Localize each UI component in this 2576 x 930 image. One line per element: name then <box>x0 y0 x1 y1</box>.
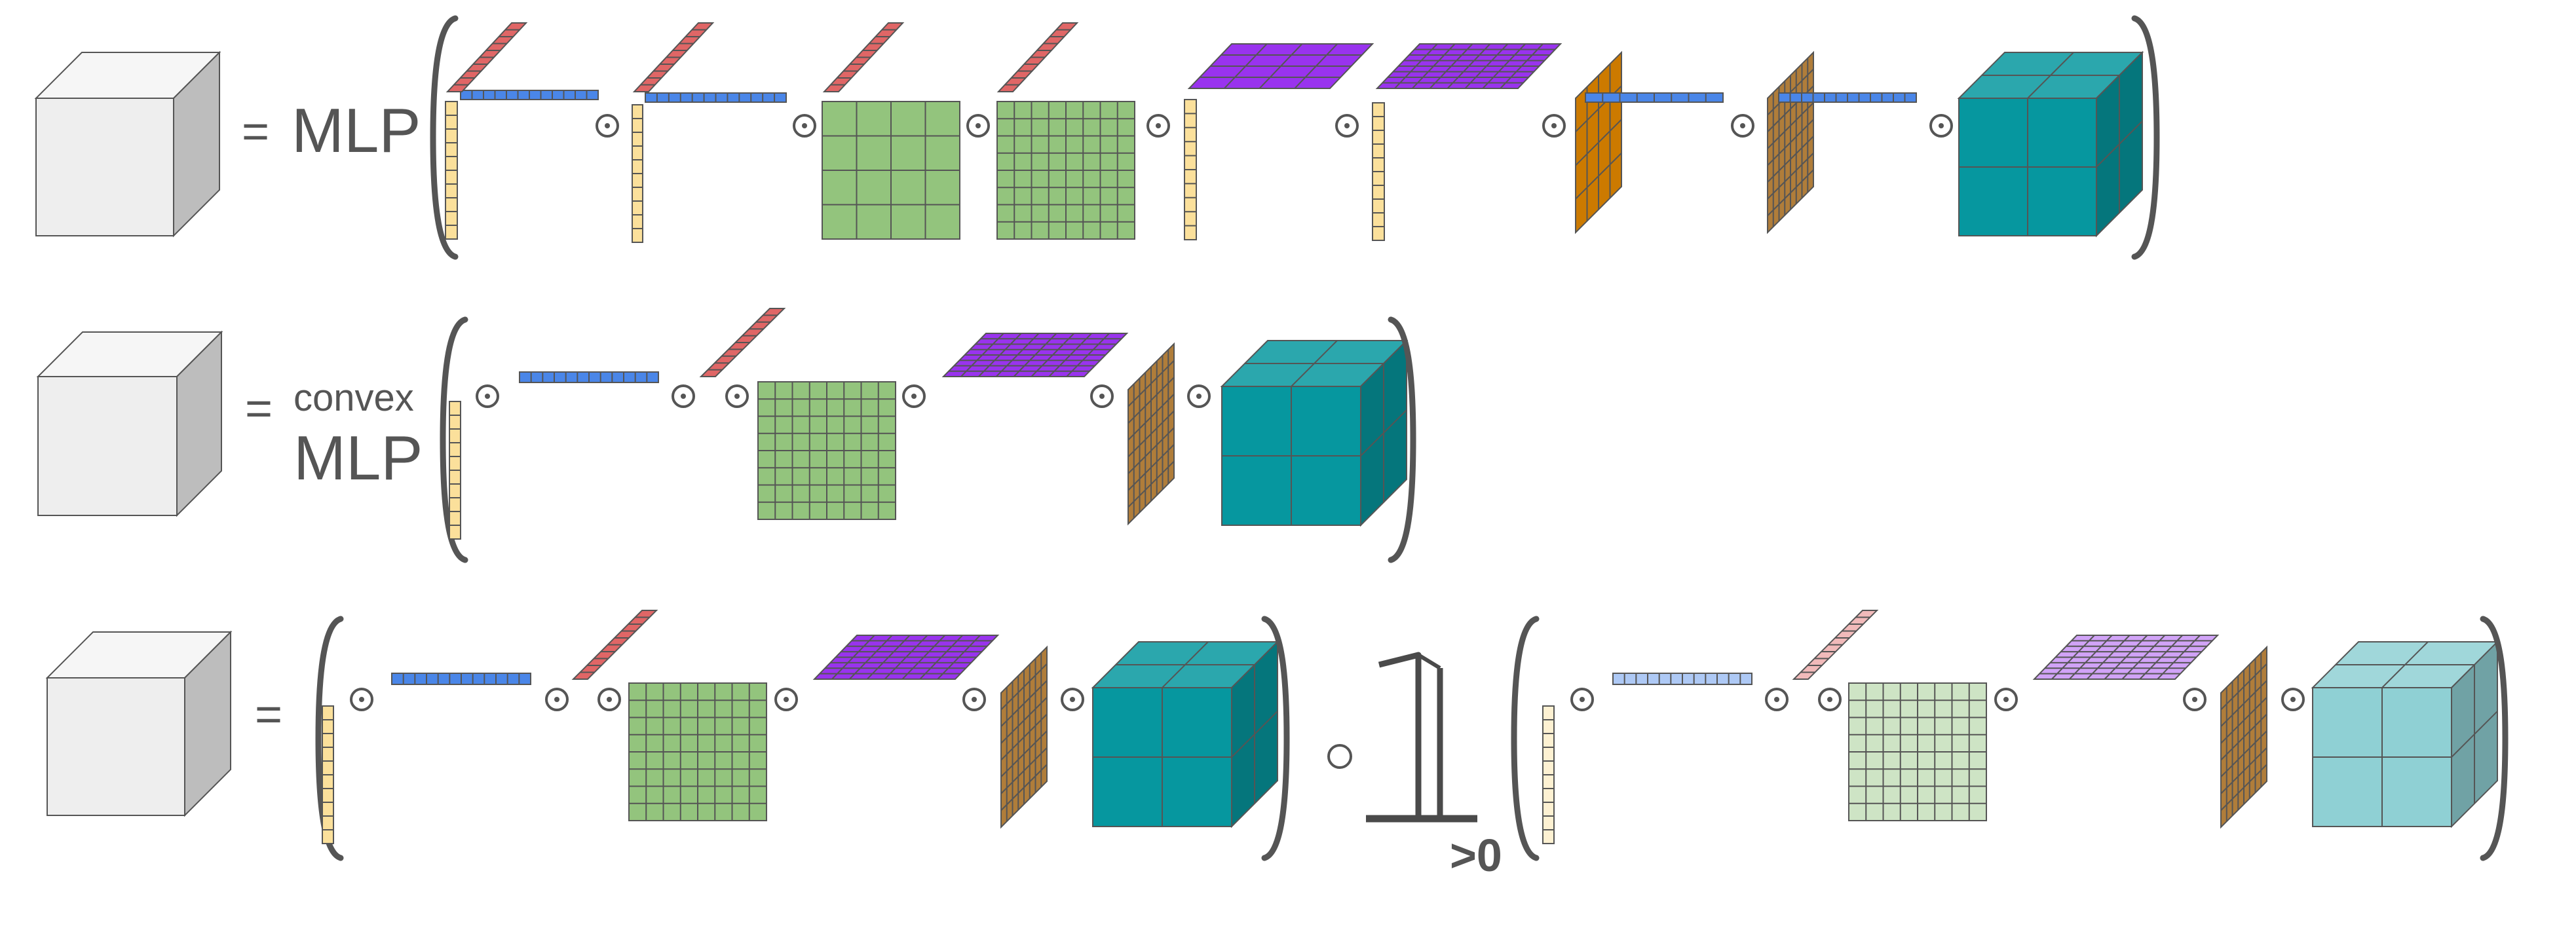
hadamard-26 <box>2281 688 2305 711</box>
row-convex-mlp <box>36 308 1416 563</box>
tensor-teal-2-front <box>1221 386 1361 526</box>
hadamard-10 <box>672 384 695 408</box>
hadamard-25 <box>2183 688 2207 711</box>
hadamard-19 <box>962 688 986 711</box>
vector-red-2 <box>632 22 715 92</box>
hadamard-2 <box>793 114 816 138</box>
hadamard-8 <box>1929 114 1953 138</box>
tensor-pale-teal-side <box>2451 640 2498 828</box>
vector-blue-4 <box>1778 92 1917 103</box>
matrix-green-2 <box>996 101 1135 240</box>
tensor-teal-2-side <box>1360 339 1407 527</box>
equals-sign-row3: = <box>255 688 282 741</box>
hadamard-15 <box>350 688 373 711</box>
composition-circle <box>1327 744 1352 769</box>
tensor-pale-teal-front <box>2312 687 2452 827</box>
vector-blue-5 <box>519 371 659 383</box>
close-paren-row3-b <box>2480 616 2509 861</box>
op-label-mlp: MLP <box>292 96 421 166</box>
hadamard-22 <box>1765 688 1789 711</box>
open-paren-row1 <box>430 15 459 260</box>
vector-red-5 <box>699 308 786 377</box>
plane-brown-4 <box>2220 645 2267 829</box>
plane-orange-1 <box>1575 50 1622 234</box>
tensor-teal-3-side <box>1231 640 1278 828</box>
vector-pale-yellow <box>1542 705 1555 844</box>
plane-purple-2 <box>1375 43 1563 89</box>
equals-sign-row2: = <box>245 382 273 435</box>
plane-purple-1 <box>1187 43 1374 89</box>
plane-brown-1 <box>1767 50 1814 234</box>
tensor-teal-3-top <box>1091 641 1279 688</box>
plane-pale-purple <box>2032 635 2220 680</box>
vector-yellow-3 <box>1184 99 1197 240</box>
tensor-teal-3 <box>1091 640 1279 828</box>
tensor-teal-1-top <box>1957 52 2144 99</box>
close-paren-row1 <box>2131 15 2160 260</box>
hadamard-16 <box>545 688 569 711</box>
open-paren-row2 <box>440 316 468 563</box>
matrix-green-1 <box>822 101 960 240</box>
hadamard-17 <box>597 688 621 711</box>
tensor-teal-3-front <box>1092 687 1232 827</box>
indicator-subscript: >0 <box>1450 830 1502 881</box>
vector-pale-red <box>1792 610 1879 680</box>
equals-sign-row1: = <box>242 105 269 158</box>
hadamard-4 <box>1146 114 1170 138</box>
vector-yellow-1 <box>445 101 458 240</box>
hadamard-9 <box>476 384 499 408</box>
hadamard-13 <box>1090 384 1114 408</box>
op-label-convex: convex <box>294 377 414 419</box>
vector-blue-1 <box>460 90 599 100</box>
tensor-pale-teal <box>2311 640 2499 828</box>
tensor-teal-1-front <box>1958 98 2097 236</box>
row-mlp <box>34 15 2160 260</box>
tensor-teal-2 <box>1220 339 1409 527</box>
tensor-teal-1 <box>1957 50 2144 238</box>
vector-yellow-2 <box>632 104 643 243</box>
matrix-green-4 <box>628 682 767 821</box>
output-cube-row3 <box>45 630 233 817</box>
op-label-convex-mlp: MLP <box>294 423 423 493</box>
hadamard-24 <box>1994 688 2018 711</box>
matrix-green-3 <box>757 381 896 520</box>
vector-red-1 <box>445 22 528 92</box>
vector-red-6 <box>571 610 658 680</box>
close-paren-row2 <box>1388 316 1416 563</box>
hadamard-1 <box>596 114 619 138</box>
hadamard-18 <box>774 688 798 711</box>
hadamard-5 <box>1335 114 1359 138</box>
hadamard-21 <box>1570 688 1594 711</box>
hadamard-7 <box>1731 114 1754 138</box>
close-paren-row3-a <box>1261 616 1290 861</box>
output-cube-row2 <box>36 330 223 517</box>
hadamard-3 <box>966 114 990 138</box>
hadamard-12 <box>902 384 926 408</box>
matrix-pale-green <box>1848 682 1987 821</box>
hadamard-20 <box>1061 688 1084 711</box>
vector-yellow-4 <box>1372 102 1385 241</box>
plane-purple-3 <box>941 333 1129 377</box>
hadamard-11 <box>725 384 749 408</box>
hadamard-14 <box>1187 384 1211 408</box>
hadamard-6 <box>1542 114 1566 138</box>
plane-brown-3 <box>1000 645 1048 829</box>
row-gated: >0 <box>45 610 2509 881</box>
vector-yellow-5 <box>449 401 461 540</box>
output-cube-row1 <box>34 50 221 238</box>
tensor-teal-1-side <box>2096 50 2143 238</box>
plane-brown-2 <box>1127 342 1175 526</box>
indicator-icon <box>1366 652 1477 823</box>
vector-red-3 <box>822 22 905 92</box>
vector-pale-blue <box>1612 673 1752 685</box>
hadamard-23 <box>1818 688 1842 711</box>
vector-blue-2 <box>645 92 787 103</box>
open-paren-row3-b <box>1511 616 1540 861</box>
plane-purple-4 <box>812 635 1000 680</box>
vector-yellow-6 <box>322 705 334 844</box>
vector-blue-6 <box>391 673 531 685</box>
vector-blue-3 <box>1585 92 1724 103</box>
vector-red-4 <box>996 22 1079 92</box>
